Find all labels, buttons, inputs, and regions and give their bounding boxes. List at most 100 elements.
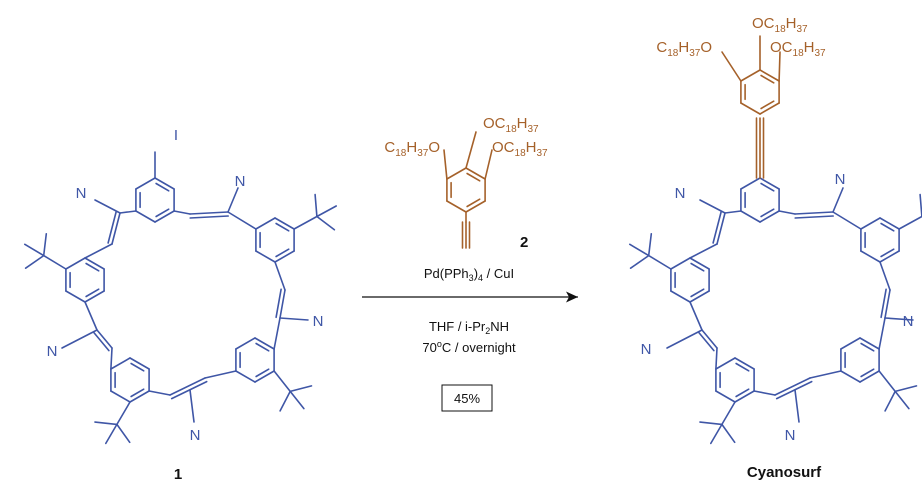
bond [715, 347, 718, 370]
double-bond [170, 380, 208, 400]
tbu-bond [628, 243, 650, 257]
double-bond [701, 329, 718, 349]
double-bond [279, 289, 286, 319]
o-bond [721, 51, 742, 82]
tbu-bond [316, 215, 336, 231]
ring-bond [465, 167, 486, 180]
nitrile-n-label-3: N [313, 313, 324, 330]
aromatic-bond [735, 388, 750, 398]
ring-bond [740, 177, 761, 190]
tbu-bond [647, 233, 653, 257]
yield-box [441, 384, 493, 412]
ring-bond [860, 217, 881, 230]
bond [753, 390, 776, 396]
tbu-bond [709, 423, 723, 445]
aromatic-bond [275, 222, 290, 232]
tbu-bond [289, 385, 313, 393]
ring-bond [446, 200, 467, 213]
bond [884, 317, 914, 321]
bond [84, 301, 98, 331]
aromatic-bond [155, 208, 170, 218]
ring-bond [715, 357, 736, 370]
aromatic-bond [690, 262, 705, 272]
ring-bond [154, 210, 175, 223]
product-cyanosurf: OC18H37 C18H37O OC18H37 N N N N N [628, 15, 922, 445]
double-bond [96, 329, 113, 349]
bond [689, 301, 703, 331]
alkoxy-left: C18H37O [384, 139, 440, 159]
aromatic-bond [760, 74, 775, 84]
tbu-bond [293, 215, 318, 230]
o-bond [443, 149, 448, 180]
aromatic-bond [860, 342, 875, 352]
tbu-bond [316, 205, 338, 218]
ring-bond [274, 217, 295, 230]
nitrile-n-label-1: N [76, 185, 87, 202]
tbu-bond [289, 390, 305, 410]
tbu-bond [116, 423, 131, 444]
aromatic-bond [255, 368, 270, 378]
aromatic-bond [155, 182, 170, 192]
bond [94, 199, 121, 214]
aromatic-bond [130, 388, 145, 398]
product-nitrile-n-1: N [675, 185, 686, 202]
o-bond [778, 51, 781, 82]
tbu-bond [23, 243, 45, 257]
ring-bond [65, 257, 86, 270]
ring-bond [65, 290, 86, 303]
ring-bond [254, 337, 275, 350]
double-bond [111, 212, 121, 245]
aromatic-bond [735, 362, 750, 372]
aromatic-bond [85, 288, 100, 298]
ring-bond [740, 210, 761, 223]
bond [204, 370, 237, 379]
reagent-number: 2 [520, 234, 528, 251]
aromatic-bond [466, 172, 481, 182]
reaction-arrow [362, 291, 578, 303]
ring-bond [129, 357, 150, 370]
ring-bond [446, 167, 467, 180]
double-bond [774, 377, 811, 396]
product-alkoxy-left: C18H37O [656, 39, 712, 59]
temperature-condition: 70oC / overnight [422, 339, 516, 355]
tbu-bond [721, 423, 736, 444]
tbu-bond [42, 233, 48, 257]
double-bond [880, 288, 887, 319]
bond [274, 261, 286, 291]
ring-bond [274, 250, 295, 263]
ring-bond [84, 257, 105, 270]
ring-bond [689, 290, 710, 303]
bond [173, 210, 191, 215]
tbu-bond [24, 254, 45, 270]
tbu-bond [273, 370, 292, 393]
tbu-bond [629, 254, 650, 270]
tbu-bond [105, 423, 118, 445]
double-bond [794, 211, 834, 215]
aromatic-bond [130, 362, 145, 372]
o-bond [484, 149, 493, 180]
double-bond [189, 215, 229, 219]
product-nitrile-n-4: N [641, 341, 652, 358]
tbu-bond [699, 421, 723, 426]
bond [148, 390, 171, 396]
bond [84, 243, 113, 259]
double-bond [775, 380, 813, 400]
bond [110, 347, 113, 370]
ring-bond [759, 210, 780, 223]
tbu-bond [721, 401, 736, 426]
compound-cyanosurf-label: Cyanosurf [747, 464, 822, 481]
alkoxy-right: OC18H37 [492, 139, 548, 159]
aromatic-bond [760, 100, 775, 110]
nitrile-n-label-5: N [190, 427, 201, 444]
aromatic-bond [275, 248, 290, 258]
tbu-bond [314, 193, 318, 218]
tbu-bond [884, 390, 897, 412]
ring-bond [110, 390, 131, 403]
bond [119, 210, 137, 214]
ring-bond [715, 390, 736, 403]
aromatic-bond [85, 262, 100, 272]
bond [227, 211, 257, 230]
ring-bond [740, 69, 761, 82]
tbu-bond [898, 215, 922, 230]
